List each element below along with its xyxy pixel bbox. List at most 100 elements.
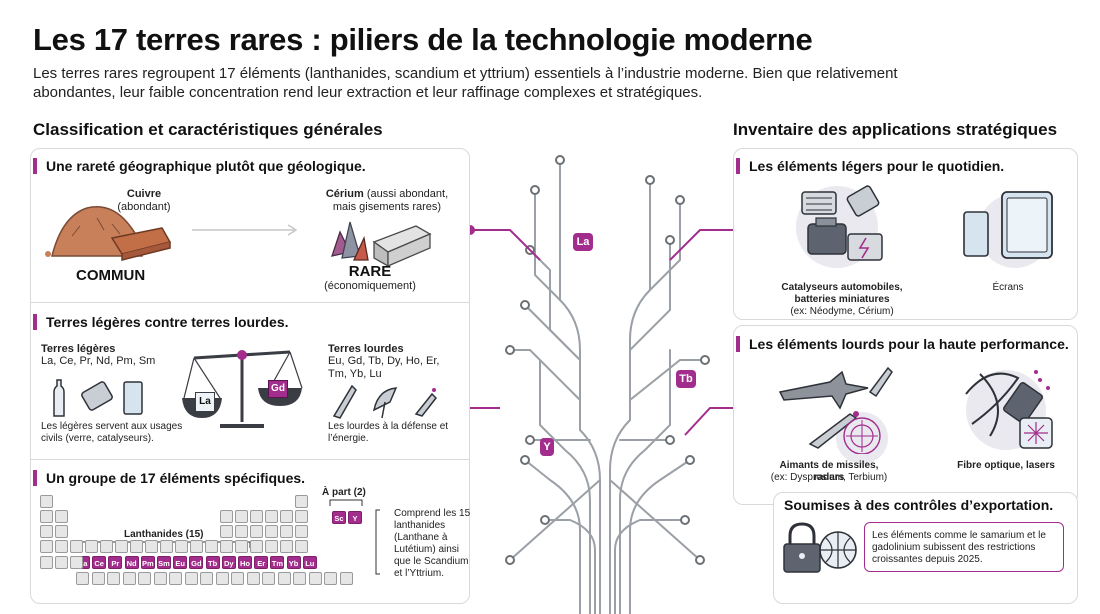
auto-label: Catalyseurs automobiles, batteries minia…	[781, 282, 903, 305]
element-cell-ho: Ho	[238, 556, 252, 569]
periodic-cell	[55, 540, 68, 553]
element-cell-dy: Dy	[221, 556, 236, 569]
defense-icons	[332, 384, 437, 419]
element-cell-y: Y	[348, 511, 362, 524]
periodic-cell	[308, 572, 322, 585]
periodic-cell	[145, 540, 158, 553]
periodic-cell	[169, 572, 182, 585]
periodic-cell	[295, 525, 308, 538]
cerium-crystal-icon	[331, 221, 432, 268]
light-usage: Les légères servent aux usages civils (v…	[41, 421, 183, 444]
screens-icon	[963, 191, 1053, 259]
export-heading: Soumises à des contrôles d’exportation.	[784, 497, 1054, 513]
scale-light-element: La	[195, 392, 215, 412]
periodic-cell	[70, 556, 83, 569]
periodic-cell	[138, 572, 151, 585]
periodic-cell	[295, 540, 308, 553]
missiles-label: Aimants de missiles, radars	[779, 460, 879, 483]
tree-tag-la: La	[573, 233, 593, 251]
circuit-tree	[470, 155, 740, 614]
periodic-cell	[40, 495, 53, 508]
periodic-cell	[40, 525, 53, 538]
page-title: Les 17 terres rares : piliers de la tech…	[33, 22, 813, 57]
periodic-cell	[160, 540, 173, 553]
element-cell-pr: Pr	[108, 556, 123, 569]
periodic-cell	[265, 510, 278, 523]
rare-sub: (économiquement)	[324, 280, 416, 292]
periodic-cell	[295, 495, 308, 508]
cerium-label: Cérium (aussi abondant, mais gisements r…	[316, 188, 458, 214]
heavy-usage: Les lourdes à la défense et l’énergie.	[328, 421, 449, 444]
periodic-cell	[40, 510, 53, 523]
periodic-cell	[235, 510, 248, 523]
civil-icons	[53, 379, 143, 417]
periodic-cell	[220, 525, 233, 538]
periodic-cell	[115, 540, 128, 553]
periodic-cell	[262, 572, 275, 585]
periodic-cell	[215, 572, 229, 585]
periodic-cell	[339, 572, 353, 585]
periodic-cell	[295, 510, 308, 523]
periodic-cell	[130, 540, 143, 553]
periodic-cell	[265, 525, 278, 538]
heavy-title: Terres lourdes	[328, 343, 404, 355]
heavy-elements: Eu, Gd, Tb, Dy, Ho, Er, Tm, Yb, Lu	[328, 355, 440, 380]
periodic-cell	[280, 525, 293, 538]
element-cell-tb: Tb	[205, 556, 220, 569]
element-cell-nd: Nd	[124, 556, 139, 569]
periodic-cell	[220, 510, 233, 523]
apart-label: À part (2)	[322, 487, 366, 498]
export-note-box	[864, 522, 1064, 572]
periodic-cell	[85, 540, 98, 553]
element-cell-pm: Pm	[140, 556, 155, 569]
element-cell-tm: Tm	[270, 556, 285, 569]
periodic-cell	[246, 572, 260, 585]
periodic-cell	[55, 556, 68, 569]
periodic-cell	[200, 572, 213, 585]
cerium-sub: (aussi abondant, mais gisements rares)	[332, 188, 449, 213]
periodic-cell	[184, 572, 198, 585]
periodic-cell	[91, 572, 105, 585]
tree-tag-y: Y	[540, 438, 554, 456]
light-heavy-heading: Terres légères contre terres lourdes.	[33, 314, 289, 330]
group-heading: Un groupe de 17 éléments spécifiques.	[33, 470, 305, 486]
copper-label: Cuivre	[126, 188, 162, 200]
heavy-apps-heading: Les éléments lourds pour la haute perfor…	[736, 336, 1069, 352]
periodic-cell	[250, 510, 263, 523]
element-cell-sm: Sm	[157, 556, 171, 569]
light-apps-heading: Les éléments légers pour le quotidien.	[736, 158, 1004, 174]
periodic-cell	[190, 540, 203, 553]
periodic-cell	[265, 540, 278, 553]
copper-sub: (abondant)	[117, 201, 171, 213]
light-title: Terres légères	[41, 343, 116, 355]
periodic-cell	[76, 572, 89, 585]
periodic-cell	[324, 572, 337, 585]
periodic-cell	[280, 510, 293, 523]
light-elements: La, Ce, Pr, Nd, Pm, Sm	[41, 355, 156, 367]
periodic-cell	[205, 540, 218, 553]
rare-label: RARE	[348, 263, 392, 280]
element-cell-lu: Lu	[302, 556, 317, 569]
periodic-cell	[220, 540, 233, 553]
element-cell-yb: Yb	[286, 556, 301, 569]
element-cell-gd: Gd	[189, 556, 204, 569]
periodic-cell	[107, 572, 120, 585]
periodic-cell	[70, 540, 83, 553]
periodic-cell	[250, 540, 263, 553]
lock-globe-icon	[783, 522, 857, 573]
periodic-cell	[235, 540, 248, 553]
screens-label: Écrans	[992, 282, 1024, 293]
fiber-laser-icon	[965, 370, 1053, 449]
periodic-cell	[235, 525, 248, 538]
divider	[30, 302, 470, 303]
tree-tag-tb: Tb	[676, 370, 696, 388]
periodic-cell	[55, 525, 68, 538]
left-section-heading: Classification et caractéristiques génér…	[33, 120, 383, 139]
periodic-cell	[277, 572, 291, 585]
periodic-cell	[250, 525, 263, 538]
cerium-name: Cérium	[325, 188, 364, 200]
catalyst-engine-battery-icon	[801, 185, 883, 261]
export-note: Les éléments comme le samarium et le gad…	[872, 530, 1046, 565]
copper-ore-icon	[45, 206, 172, 261]
divider	[30, 459, 470, 460]
